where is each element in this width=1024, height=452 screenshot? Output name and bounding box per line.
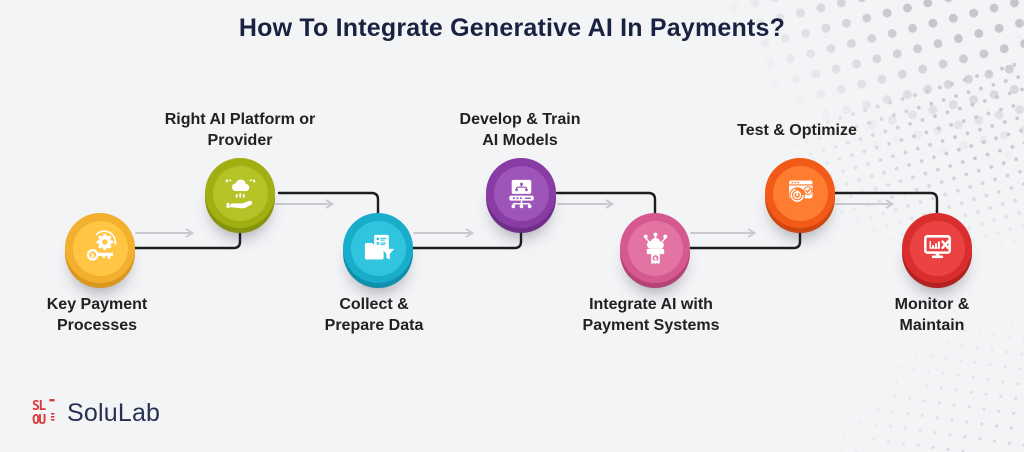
step-label-develop-train-ai-models: Develop & Train AI Models	[460, 109, 581, 151]
step-circle-inner	[909, 220, 965, 276]
step-label-line: Collect &	[339, 296, 409, 313]
monitor-tools-icon	[923, 234, 951, 258]
step-label-line: Provider	[207, 132, 273, 149]
halftone-dots-bottom-right	[773, 225, 1024, 452]
step-circle	[205, 158, 275, 228]
step-node-test-optimize	[765, 158, 835, 228]
step-circle-inner	[350, 220, 406, 276]
svg-text:$: $	[653, 256, 657, 262]
step-node-right-ai-platform-or-provider	[205, 158, 275, 228]
step-label-line: Integrate AI with	[589, 296, 713, 313]
step-circle	[765, 158, 835, 228]
solulab-logo-text: SoluLab	[67, 398, 161, 427]
step-label-line: Prepare Data	[324, 317, 424, 334]
svg-text:SL: SL	[32, 399, 46, 414]
step-label-line: Key Payment	[46, 296, 148, 313]
step-label-line: Maintain	[899, 317, 965, 334]
step-label-integrate-ai-payment-systems: Integrate AI with Payment Systems	[583, 294, 720, 336]
solulab-logo: SL OU SoluLab	[32, 398, 161, 429]
step-circle	[902, 213, 972, 283]
step-label-test-optimize: Test & Optimize	[737, 120, 857, 141]
step-label-key-payment-processes: Key Payment Processes	[47, 294, 148, 336]
folder-funnel-icon	[364, 234, 394, 260]
cloud-hand-icon	[224, 177, 256, 208]
step-label-line: AI Models	[482, 132, 558, 149]
page-title: How To Integrate Generative AI In Paymen…	[238, 14, 786, 42]
step-circle: $	[620, 213, 690, 283]
step-label-right-ai-platform-or-provider: Right AI Platform or Provider	[165, 109, 316, 151]
step-label-collect-prepare-data: Collect & Prepare Data	[325, 294, 424, 336]
svg-text:OU: OU	[32, 413, 46, 428]
step-circle-inner: $	[627, 220, 683, 276]
step-node-key-payment-processes: $	[65, 213, 135, 283]
step-node-develop-train-ai-models	[486, 158, 556, 228]
step-label-line: Processes	[56, 317, 138, 334]
step-circle-inner	[772, 165, 828, 221]
gear-key-icon: $	[86, 229, 117, 261]
step-node-integrate-ai-payment-systems: $	[620, 213, 690, 283]
step-circle	[343, 213, 413, 283]
step-circle-inner	[212, 165, 268, 221]
step-circle-inner	[493, 165, 549, 221]
step-node-collect-prepare-data	[343, 213, 413, 283]
step-label-monitor-maintain: Monitor & Maintain	[895, 294, 970, 336]
step-circle-inner: $	[72, 220, 128, 276]
step-label-line: Right AI Platform or	[164, 111, 316, 128]
cloud-payment-icon: $	[643, 232, 667, 264]
laptop-network-icon	[508, 179, 534, 208]
step-label-line: Develop & Train	[459, 111, 581, 128]
step-label-line: Payment Systems	[582, 317, 720, 334]
svg-text:$: $	[90, 252, 94, 258]
solulab-logo-mark: SL OU	[32, 399, 55, 428]
step-node-monitor-maintain	[902, 213, 972, 283]
browser-gauge-icon	[788, 179, 812, 203]
step-circle	[486, 158, 556, 228]
step-label-line: Test & Optimize	[737, 122, 857, 139]
step-circle: $	[65, 213, 135, 283]
step-label-line: Monitor &	[894, 296, 970, 313]
